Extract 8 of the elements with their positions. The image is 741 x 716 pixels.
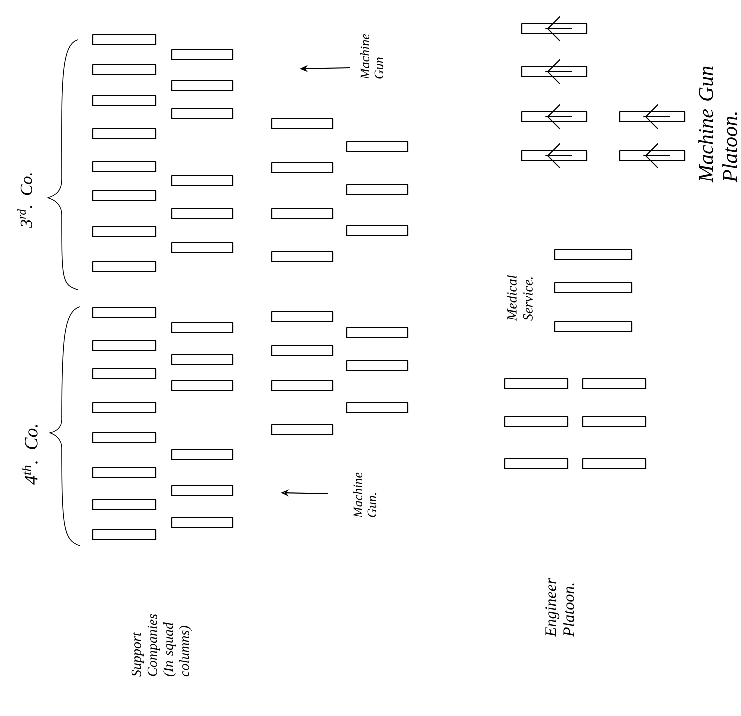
handwritten-label: Machine Gun. <box>353 472 377 518</box>
handwritten-label: Machine Gun <box>360 34 384 80</box>
handwritten-label: 3$^{rd}$. Co. <box>18 174 32 228</box>
handwritten-label: Support Companies (In squad columns) <box>132 614 192 677</box>
handwritten-label: Engineer Platoon. <box>546 578 574 638</box>
handwritten-label: Machine Gun Platoon. <box>698 66 738 183</box>
handwritten-label: Medical Service. <box>507 275 533 322</box>
handwritten-label: 4$^{th}$. Co. <box>22 425 38 485</box>
